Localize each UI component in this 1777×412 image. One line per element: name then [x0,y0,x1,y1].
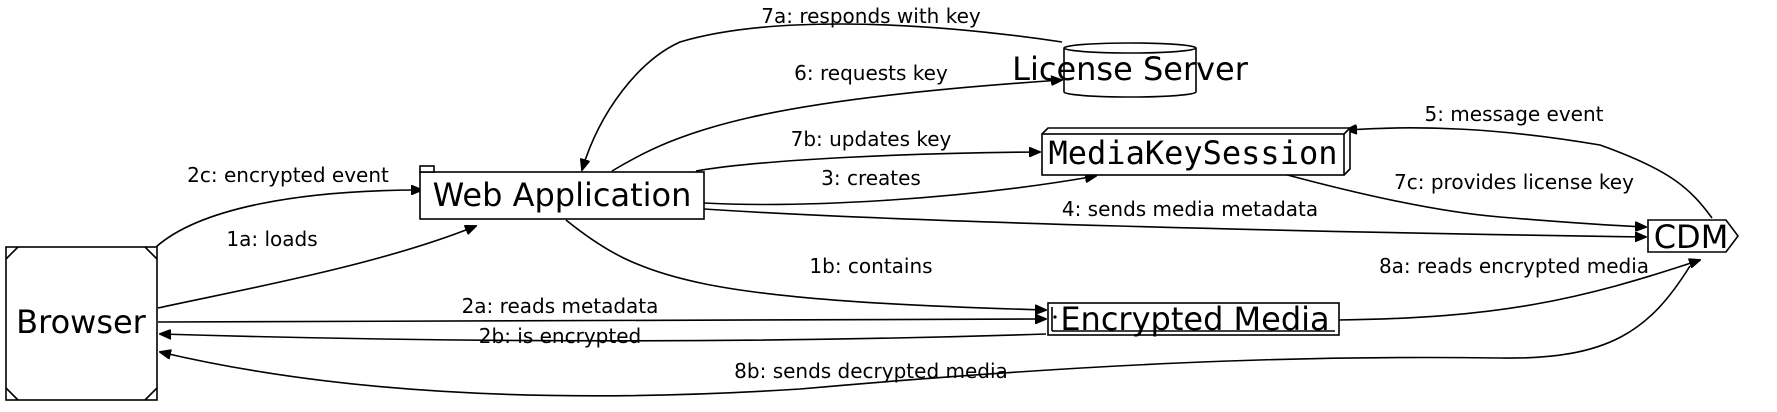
edge-label-7b: 7b: updates key [791,127,952,151]
edge-2a-reads-metadata [157,319,1046,322]
edge-6-requests-key [611,80,1062,172]
node-label-browser: Browser [16,303,147,341]
edge-8b-sends-decrypted-media [160,265,1691,397]
node-cdm[interactable]: CDM [1647,218,1739,256]
edge-label-2c: 2c: encrypted event [187,163,389,187]
edge-label-7c: 7c: provides license key [1394,170,1634,194]
edge-7b-updates-key [695,152,1040,172]
node-media-key-session[interactable]: MediaKeySession [1041,127,1351,176]
node-browser[interactable]: Browser [5,246,158,401]
edge-label-8b: 8b: sends decrypted media [734,359,1008,383]
edge-3-creates [703,176,1096,206]
edge-label-7a: 7a: responds with key [761,4,981,28]
edge-7a-responds-with-key [582,23,1063,170]
edge-5-message-event [1346,128,1713,219]
edge-8a-reads-encrypted-media [1337,260,1700,321]
edge-4-sends-media-metadata [703,208,1646,237]
edge-2c-encrypted-event [155,190,422,248]
edge-label-3: 3: creates [821,166,921,190]
edge-label-5: 5: message event [1424,102,1603,126]
edge-labels: 7a: responds with key 6: requests key 5:… [187,4,1649,383]
nodes: Browser Web Application License Server M… [5,42,1739,401]
edge-1a-loads [157,226,476,309]
edge-label-8a: 8a: reads encrypted media [1379,254,1649,278]
edge-7c-provides-license-key [1279,172,1646,227]
edge-2b-is-encrypted [160,334,1047,342]
edges [155,23,1713,397]
edge-label-6: 6: requests key [794,61,948,85]
node-label-encrypted-media: Encrypted Media [1060,300,1329,338]
node-encrypted-media[interactable]: Encrypted Media [1047,300,1340,338]
edge-label-1b: 1b: contains [809,254,932,278]
node-label-license-server: License Server [1012,50,1249,88]
node-label-cdm: CDM [1654,218,1729,256]
node-license-server[interactable]: License Server [1012,42,1249,98]
node-web-application[interactable]: Web Application [419,165,705,220]
edge-label-1a: 1a: loads [226,227,317,251]
edge-label-2b: 2b: is encrypted [479,324,641,348]
node-label-media-key-session: MediaKeySession [1049,134,1338,172]
edge-label-2a: 2a: reads metadata [462,294,659,318]
node-label-web-application: Web Application [433,176,692,214]
edge-1b-contains [565,219,1046,310]
edge-label-4: 4: sends media metadata [1062,197,1318,221]
